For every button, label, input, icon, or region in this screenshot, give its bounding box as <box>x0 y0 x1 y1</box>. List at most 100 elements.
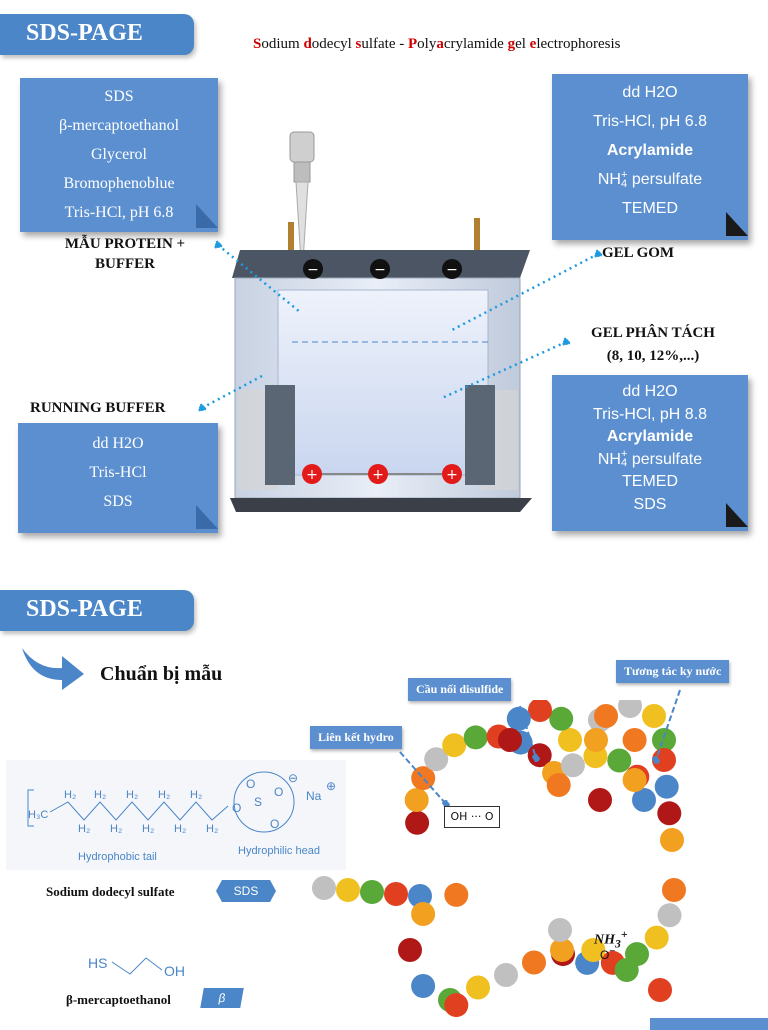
amino-acid-bead <box>614 958 639 982</box>
bme-name: β-mercaptoethanol <box>66 992 171 1007</box>
sample-line-3: Glycerol <box>91 146 147 163</box>
separating-line-1: dd H2O <box>622 383 678 400</box>
pointer-running <box>201 374 263 410</box>
positive-electrodes: + + + <box>302 464 462 484</box>
subtitle-part: crylamide <box>443 36 508 52</box>
callout-lines <box>399 689 681 808</box>
subtitle-part: e <box>529 36 537 52</box>
subtitle-part: ulfate - <box>361 36 408 52</box>
pointer-sample <box>217 244 301 313</box>
tank-base <box>230 498 532 512</box>
amino-acid-bead <box>522 950 546 975</box>
amino-acid-bead <box>424 747 449 772</box>
sample-buffer-box: SDS β-mercaptoethanol Glycerol Bromophen… <box>20 78 218 232</box>
svg-text:O: O <box>274 785 283 799</box>
separating-line-6: SDS <box>633 495 667 513</box>
amino-acid-bead <box>560 753 585 778</box>
svg-text:O: O <box>246 777 255 791</box>
sample-line-2: β-mercaptoethanol <box>58 117 180 134</box>
nh3-label: NH3+ <box>594 928 628 951</box>
amino-acid-bead <box>622 768 647 792</box>
sample-box-fold <box>196 204 218 228</box>
hydrophobic-tail-label: Hydrophobic tail <box>78 851 157 863</box>
separating-line-3: Acrylamide <box>606 428 694 445</box>
subtitle-part: s <box>355 36 362 52</box>
subtitle-part: odecyl <box>311 36 356 52</box>
amino-acid-bead <box>312 876 336 900</box>
amino-acid-bead <box>632 788 656 812</box>
subtitle-part: a <box>436 36 444 52</box>
svg-text:H₂: H₂ <box>64 789 76 801</box>
amino-acid-bead <box>581 938 606 962</box>
amino-acid-bead <box>360 880 384 904</box>
bme-hs: HS <box>88 955 107 971</box>
pointer-stacking <box>451 252 599 332</box>
subtitle-part: el <box>515 36 530 52</box>
stacking-gel-label: GEL GOM <box>602 245 675 261</box>
amino-acid-bead <box>528 700 552 722</box>
section-tab-1: SDS-PAGE <box>0 14 194 55</box>
amino-acid-bead <box>558 728 582 752</box>
callout-hydrophobic: Tương tác ky nước <box>616 660 730 683</box>
terminal-left <box>288 222 294 258</box>
protein-chain <box>312 700 686 1018</box>
amino-acid-bead <box>442 733 467 758</box>
amino-acid-bead <box>588 788 612 812</box>
svg-text:H₂: H₂ <box>78 823 90 835</box>
stacking-gel-box: dd H2O Tris-HCl, pH 6.8 Acrylamide NH+4 … <box>552 74 748 240</box>
sodium-label: Na <box>306 789 322 803</box>
amino-acid-bead <box>411 974 436 998</box>
svg-text:H₃C: H₃C <box>28 809 48 821</box>
amino-acid-bead <box>642 704 666 728</box>
amino-acid-bead <box>408 884 432 908</box>
amino-acid-bead <box>411 766 436 791</box>
amino-acid-bead <box>550 938 574 962</box>
svg-text:⊖: ⊖ <box>288 771 298 785</box>
bme-oh: OH <box>164 963 185 979</box>
amino-acid-bead <box>494 963 518 987</box>
sds-tag: SDS <box>216 880 276 902</box>
hbond-box: OH ··· O <box>444 806 500 828</box>
bme-structure: HS OH <box>88 955 185 979</box>
stacking-line-1: dd H2O <box>622 84 678 101</box>
subtitle-part: S <box>253 36 262 52</box>
amino-acid-bead <box>660 828 684 852</box>
neg-sign-1: − <box>307 262 319 278</box>
bme-tag: β <box>200 988 244 1008</box>
amino-acid-bead <box>654 774 679 799</box>
clamp-left <box>265 385 295 485</box>
amino-acid-bead <box>466 975 490 1000</box>
stacking-box-fold <box>726 212 748 236</box>
step-title: Chuẩn bị mẫu <box>100 663 223 685</box>
svg-text:H₂: H₂ <box>94 789 106 801</box>
separating-gel-label: GEL PHÂN TÁCH (8, 10, 12%,...) <box>591 325 715 364</box>
subtitle-part: P <box>408 36 418 52</box>
separating-line-4: NH+4 persulfate <box>597 448 703 470</box>
stacking-line-2: Tris-HCl, pH 6.8 <box>592 113 708 130</box>
o-minus-label: O− <box>600 946 616 962</box>
amino-acid-bead <box>548 918 572 942</box>
amino-acid-bead <box>336 878 360 902</box>
running-line-3: SDS <box>103 493 133 510</box>
amino-acid-bead <box>411 902 436 926</box>
pos-sign-3: + <box>446 467 458 483</box>
separating-gel-box: dd H2O Tris-HCl, pH 8.8 Acrylamide NH+4 … <box>552 375 748 531</box>
section-tab-2: SDS-PAGE <box>0 590 194 631</box>
amino-acid-bead <box>498 728 522 752</box>
svg-text:H₂: H₂ <box>158 789 170 801</box>
neg-sign-3: − <box>446 262 458 278</box>
stacking-line-4: NH+4 persulfate <box>597 168 703 190</box>
running-box-fold <box>196 505 218 529</box>
svg-text:H₂: H₂ <box>206 823 218 835</box>
amino-acid-bead <box>404 788 429 812</box>
subtitle-part: lectrophoresis <box>536 36 621 52</box>
amino-acid-bead <box>546 773 571 797</box>
amino-acid-bead <box>618 700 642 718</box>
amino-acid-bead <box>398 938 422 962</box>
pos-sign-2: + <box>372 467 384 483</box>
amino-acid-bead <box>405 810 430 835</box>
sample-line-4: Bromophenoblue <box>63 175 175 192</box>
callout-hydrogen-bond: Liên kết hydro <box>310 726 402 749</box>
amino-acid-bead <box>384 882 408 906</box>
